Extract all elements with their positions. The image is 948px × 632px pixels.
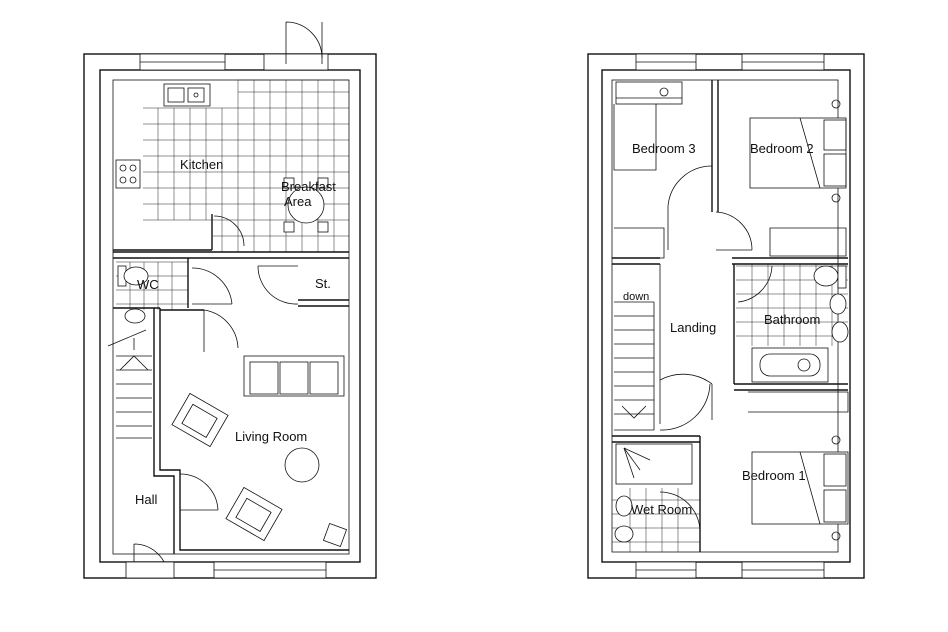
armchair-2 — [225, 486, 283, 542]
wet-room-door[interactable] — [659, 491, 701, 533]
back-door[interactable] — [285, 21, 323, 64]
bedroom1-label: Bedroom 1 — [742, 468, 806, 483]
armchair-1 — [171, 392, 229, 448]
bedroom2-bed — [749, 99, 847, 203]
landing-door-2[interactable] — [659, 383, 711, 431]
side-table — [322, 522, 348, 548]
wc-room — [113, 258, 189, 324]
bedroom2-label: Bedroom 2 — [750, 141, 814, 156]
bathroom-door[interactable] — [737, 265, 773, 303]
kitchen-tiles — [143, 79, 349, 252]
kitchen-door[interactable] — [213, 215, 245, 247]
kitchen-hob — [115, 159, 141, 189]
wet-room — [612, 435, 701, 552]
bedroom2-door[interactable] — [715, 211, 753, 251]
first-outer-wall — [587, 53, 865, 579]
kitchen-label: Kitchen — [180, 157, 223, 172]
breakfast-table — [283, 177, 329, 233]
first-staircase — [614, 264, 661, 431]
wc-label: WC — [137, 277, 159, 292]
bathroom-room — [733, 264, 849, 391]
hall-label: Hall — [135, 492, 158, 507]
ground-floor-plan: Kitchen Breakfast Area WC St. Living Roo… — [83, 21, 377, 579]
living-room-wall — [159, 308, 349, 551]
breakfast-label-line1: Breakfast — [281, 179, 336, 194]
coffee-table — [284, 447, 320, 483]
breakfast-label-line2: Area — [284, 194, 312, 209]
landing-label: Landing — [670, 320, 716, 335]
bathtub — [751, 347, 829, 383]
hall-living-door[interactable] — [179, 473, 219, 511]
bathroom-label: Bathroom — [764, 312, 820, 327]
kitchen-sink — [163, 83, 211, 107]
living-room-label: Living Room — [235, 429, 307, 444]
bedroom1-bed — [751, 435, 849, 541]
bedroom3-door[interactable] — [667, 165, 713, 250]
bedroom3-label: Bedroom 3 — [632, 141, 696, 156]
living-sofa — [243, 355, 345, 397]
living-room-door[interactable] — [203, 309, 239, 352]
ground-staircase — [107, 329, 152, 439]
bedroom3-wardrobe — [615, 81, 683, 105]
ground-inner-face — [112, 79, 350, 555]
back-door-frame — [263, 53, 329, 71]
first-floor-plan: Bedroom 3 Bedroom 2 down Landing Bathroo… — [587, 53, 865, 579]
wet-room-label: Wet Room — [631, 502, 692, 517]
wet-room-shower — [615, 443, 693, 485]
store-door[interactable] — [257, 265, 299, 305]
landing-door-1[interactable] — [659, 373, 713, 424]
stair-down-label: down — [623, 291, 649, 303]
first-inner-face — [611, 79, 839, 553]
wc-door[interactable] — [191, 267, 233, 305]
store-label: St. — [315, 276, 331, 291]
first-inner-wall-line — [601, 69, 851, 563]
